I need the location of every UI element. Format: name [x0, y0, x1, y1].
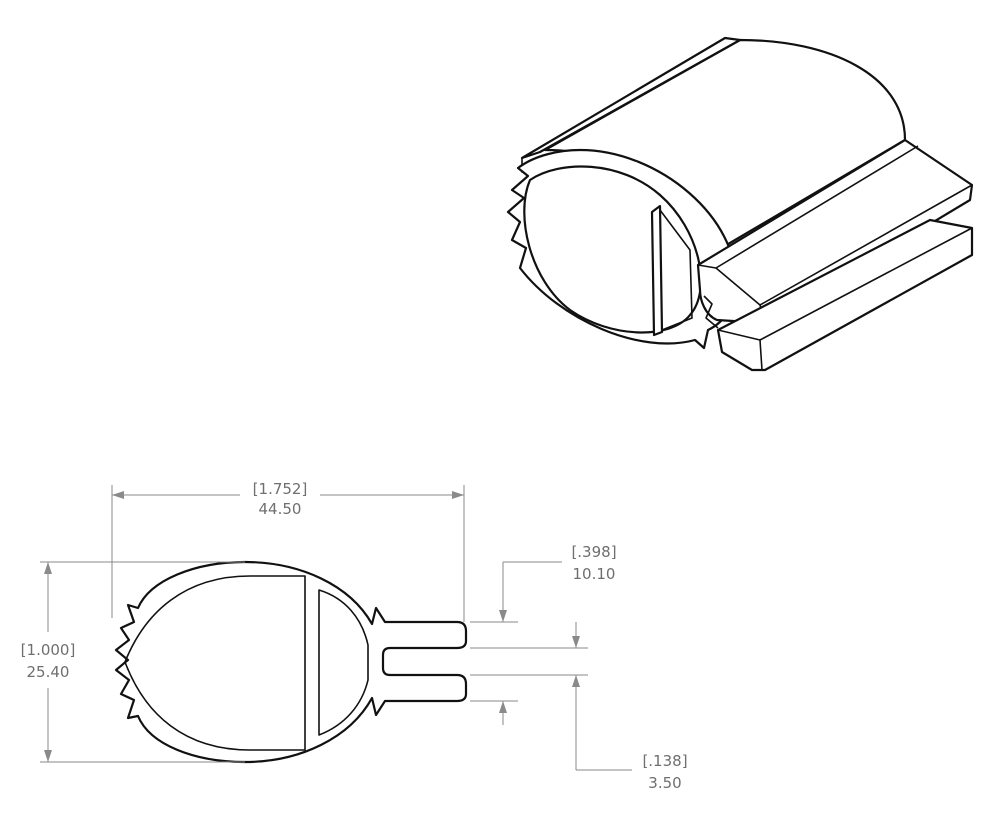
dimension-width-inches: [1.752] — [253, 480, 308, 498]
profile-right-chamber — [318, 589, 369, 736]
isometric-view — [506, 36, 974, 372]
profile-left-chamber — [124, 575, 306, 751]
dimension-slot-gap-mm: 3.50 — [648, 774, 681, 792]
dimension-tail-height-inches: [.398] — [571, 543, 616, 561]
profile-view — [114, 560, 468, 764]
dimension-height-inches: [1.000] — [21, 641, 76, 659]
isometric-inner-rib — [650, 204, 664, 337]
dimension-height: [1.000] 25.40 — [21, 561, 245, 763]
dimension-slot-gap-inches: [.138] — [642, 752, 687, 770]
profile-outer-outline — [114, 560, 468, 764]
isometric-upper-tail — [696, 138, 974, 325]
dimension-tail-height: [.398] 10.10 — [470, 543, 617, 725]
dimension-width: [1.752] 44.50 — [111, 480, 465, 622]
isometric-top-rail — [520, 36, 742, 160]
dimension-tail-height-mm: 10.10 — [573, 565, 616, 583]
dimension-slot-gap: [.138] 3.50 — [470, 622, 688, 792]
dimension-height-mm: 25.40 — [27, 663, 70, 681]
dimension-width-mm: 44.50 — [259, 500, 302, 518]
